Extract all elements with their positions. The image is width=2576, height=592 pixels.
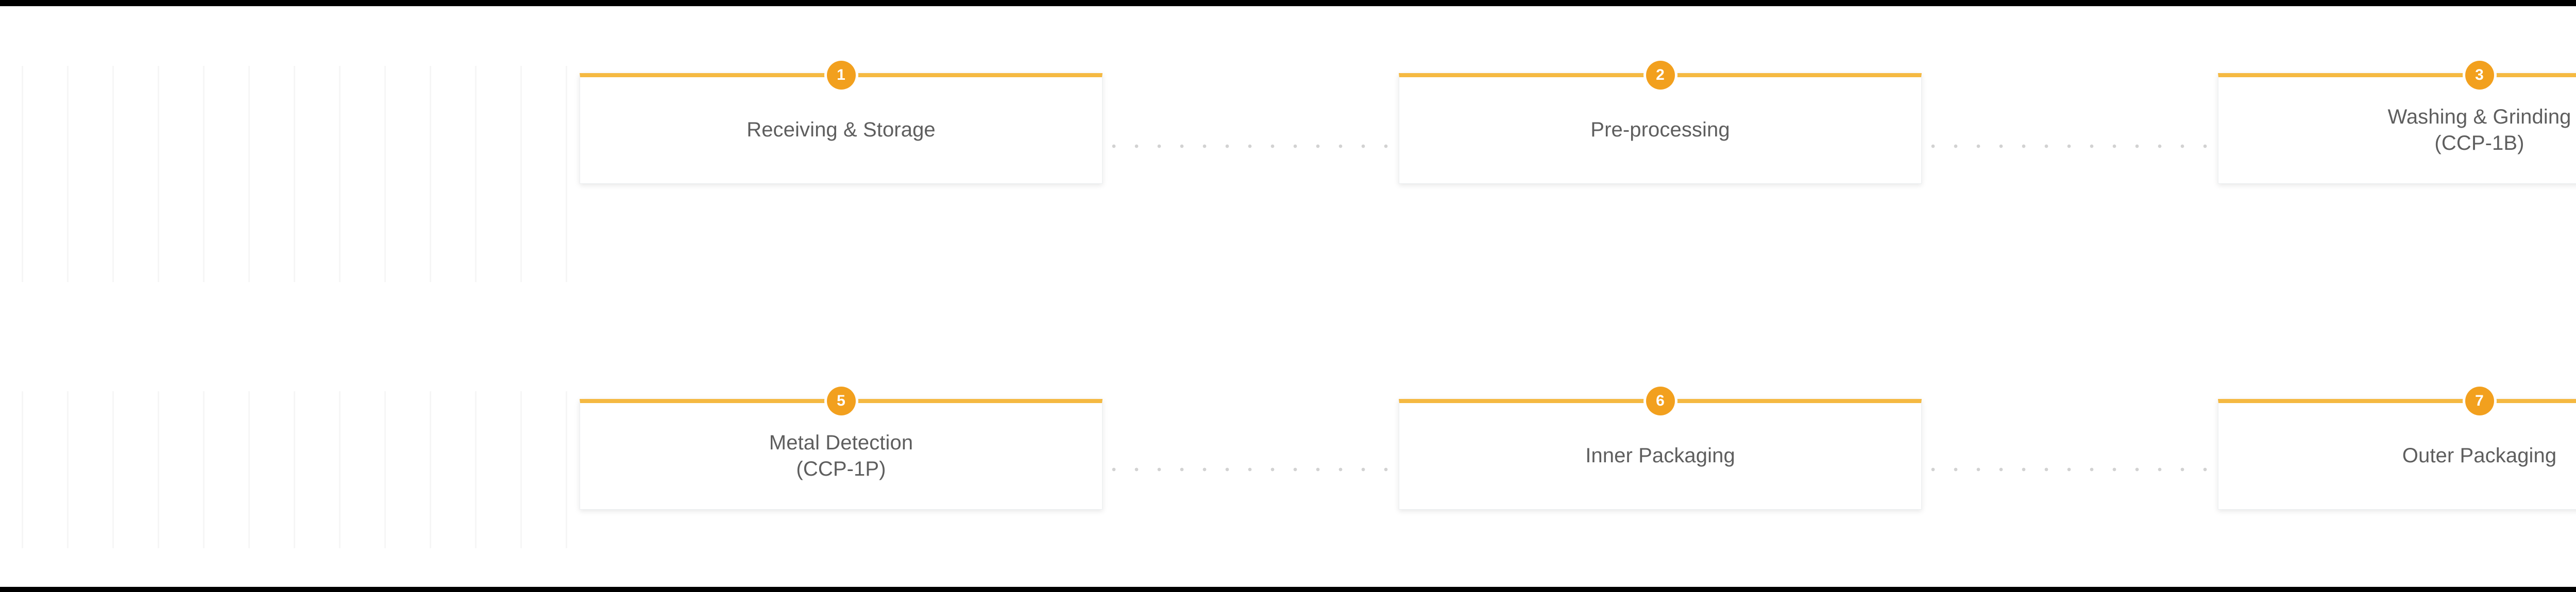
step-card-3[interactable]: Washing & Grinding (CCP-1B) [2218,73,2576,184]
connector-2-to-3 [1922,143,2218,149]
background-texture-left [0,0,580,592]
step-card-label: Washing & Grinding (CCP-1B) [2387,105,2571,154]
texture-mask-bottom [0,548,2576,592]
step-card-6[interactable]: Inner Packaging [1399,399,1922,510]
step-number-badge-2: 2 [1646,61,1675,90]
step-number-badge-1: 1 [826,61,856,90]
step-card-2[interactable]: Pre-processing [1399,73,1922,184]
step-number-badge-5: 5 [826,387,856,415]
texture-mask-top [0,0,2576,66]
step-number-badge-7: 7 [2465,387,2494,415]
step-card-label: Metal Detection (CCP-1P) [769,431,913,480]
step-card-1[interactable]: Receiving & Storage [580,73,1103,184]
connector-6-to-7 [1922,466,2218,473]
step-card-label: Receiving & Storage [747,118,936,142]
step-card-label: Pre-processing [1590,118,1730,142]
step-card-label: Outer Packaging [2402,444,2557,467]
step-number-badge-3: 3 [2465,61,2494,90]
top-edge-bar [0,0,2576,6]
connector-1-to-2 [1103,143,1399,149]
connector-5-to-6 [1103,466,1399,473]
texture-mask-middle [0,282,2576,391]
step-card-5[interactable]: Metal Detection (CCP-1P) [580,399,1103,510]
step-number-badge-6: 6 [1646,387,1675,415]
step-card-7[interactable]: Outer Packaging [2218,399,2576,510]
step-card-label: Inner Packaging [1585,444,1735,467]
bottom-edge-bar [0,587,2576,592]
